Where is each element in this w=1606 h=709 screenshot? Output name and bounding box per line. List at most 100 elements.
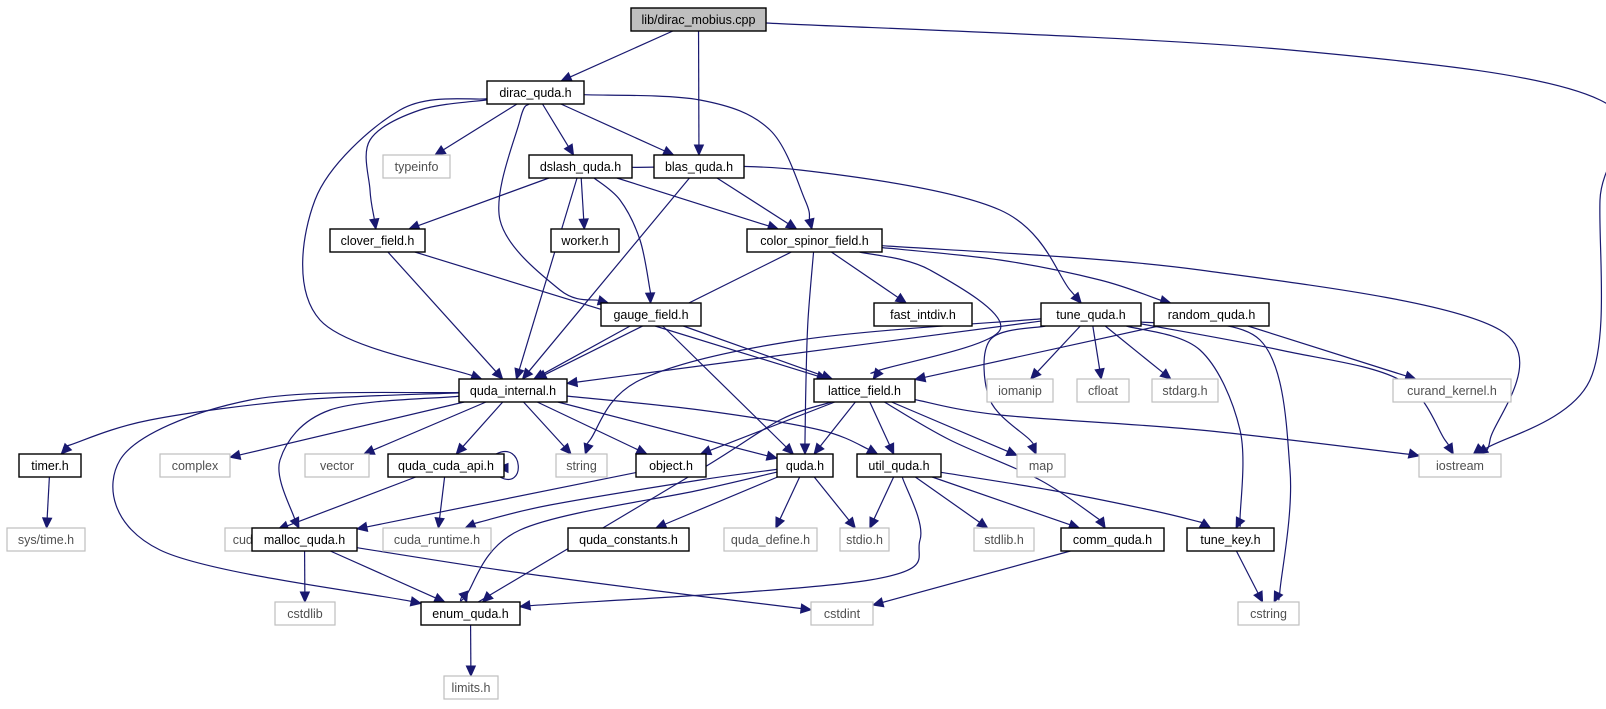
edge-arrowhead [1253,590,1264,604]
edge-quda_cuda_api-to-cuda_runtime [439,476,446,519]
edge-gauge_field-to-quda [662,325,787,448]
edge-dirac_quda-to-clover_field [365,99,488,220]
edge-arrowhead [976,517,989,529]
edge-arrowhead [644,292,656,305]
edge-quda_internal-to-object [536,401,638,451]
node-box [6,527,86,552]
node-gauge-field[interactable]: gauge_field.h [600,302,702,327]
node-box [304,453,370,478]
node-malloc-quda[interactable]: malloc_quda.h [251,527,358,552]
edge-arrowhead [1159,368,1172,380]
edge-quda-to-quda_define [779,476,801,520]
node-random-quda[interactable]: random_quda.h [1153,302,1270,327]
edge-arrowhead [844,516,857,529]
node-clover-field[interactable]: clover_field.h [329,228,426,253]
node-label: enum_quda.h [432,607,509,621]
edge-dslash_quda-to-worker [580,177,585,220]
edge-arrowhead [1070,291,1082,304]
edge-arrowhead [560,71,573,82]
edge-dslash_quda-to-clover_field [418,177,550,227]
node-blas-quda[interactable]: blas_quda.h [653,154,745,179]
node-label: timer.h [31,459,69,473]
edge-dirac_quda-to-blas_quda [560,103,665,152]
node-box [387,453,505,478]
node-cstring: cstring [1237,601,1300,626]
node-label: cfloat [1088,384,1118,398]
node-label: string [566,459,597,473]
edge-malloc_quda-to-cstdint [356,547,816,611]
node-box [723,527,818,552]
node-label: blas_quda.h [665,160,733,174]
node-label: complex [172,459,219,473]
node-box [600,302,702,327]
node-util-quda[interactable]: util_quda.h [856,453,942,478]
node-dslash-quda[interactable]: dslash_quda.h [528,154,633,179]
node-worker[interactable]: worker.h [550,228,620,253]
node-fast-intdiv[interactable]: fast_intdiv.h [873,302,973,327]
node-label: clover_field.h [341,234,415,248]
edge-arrowhead [765,450,779,461]
node-label: gauge_field.h [613,308,688,322]
node-systime: sys/time.h [6,527,86,552]
edge-arrowhead [1472,443,1485,455]
node-box [382,527,492,552]
node-label: iomanip [998,384,1042,398]
node-timer[interactable]: timer.h [18,453,82,478]
node-quda[interactable]: quda.h [776,453,834,478]
node-color-spinor-field[interactable]: color_spinor_field.h [746,228,883,253]
node-object[interactable]: object.h [635,453,707,478]
edge-arrowhead [872,367,884,380]
node-box [1237,601,1300,626]
node-box [1076,378,1130,403]
edge-dirac_quda-to-quda_internal [302,98,488,377]
edge-dirac_quda-to-color_spinor_field [583,94,811,220]
node-tune-key[interactable]: tune_key.h [1186,527,1275,552]
node-quda-define: quda_define.h [723,527,818,552]
edge-color_spinor_field-to-fast_intdiv [831,251,899,298]
edge-quda_internal-to-complex [239,401,465,456]
node-box [382,154,451,179]
node-quda-cuda-api[interactable]: quda_cuda_api.h [387,453,505,478]
node-box [1151,378,1219,403]
node-label: cstdint [824,607,861,621]
edge-tune_quda-to-iomanip [1037,325,1081,373]
edge-lattice_field-to-object [709,401,836,451]
edges-layer [41,22,1606,678]
edge-tune_quda-to-stdarg [1104,325,1164,374]
node-quda-constants[interactable]: quda_constants.h [567,527,690,552]
edge-quda_internal-to-enum_quda [112,391,460,602]
node-string: string [555,453,608,478]
edge-quda_cuda_api-to-cuda [287,476,416,527]
edge-arrowhead [661,145,675,156]
node-comm-quda[interactable]: comm_quda.h [1060,527,1165,552]
edge-blas_quda-to-color_spinor_field [716,177,789,225]
node-label: quda_cuda_api.h [398,459,494,473]
node-label: quda.h [786,459,824,473]
edge-arrowhead [782,442,795,455]
edge-color_spinor_field-to-iostream [881,245,1521,452]
edge-quda_internal-to-quda [557,401,768,457]
edge-root-to-dirac_quda [570,30,674,78]
edge-arrowhead [41,517,53,530]
edge-arrowhead [409,596,423,607]
edge-tune_quda-to-iostream [1140,323,1450,448]
edge-arrowhead [465,665,477,678]
edge-arrowhead [481,590,494,603]
node-label: random_quda.h [1168,308,1256,322]
node-box [810,601,874,626]
node-box [1040,302,1142,327]
node-box [873,302,973,327]
node-root[interactable]: lib/dirac_mobius.cpp [630,7,767,32]
node-box [567,527,690,552]
node-enum-quda[interactable]: enum_quda.h [420,601,521,626]
node-lattice-field[interactable]: lattice_field.h [813,378,916,403]
node-dirac-quda[interactable]: dirac_quda.h [486,80,585,105]
node-box [813,378,916,403]
edge-arrowhead [362,445,376,455]
node-label: util_quda.h [868,459,929,473]
node-box [986,378,1054,403]
edge-arrowhead [1273,590,1284,604]
node-tune-quda[interactable]: tune_quda.h [1040,302,1142,327]
node-quda-internal[interactable]: quda_internal.h [458,378,568,403]
